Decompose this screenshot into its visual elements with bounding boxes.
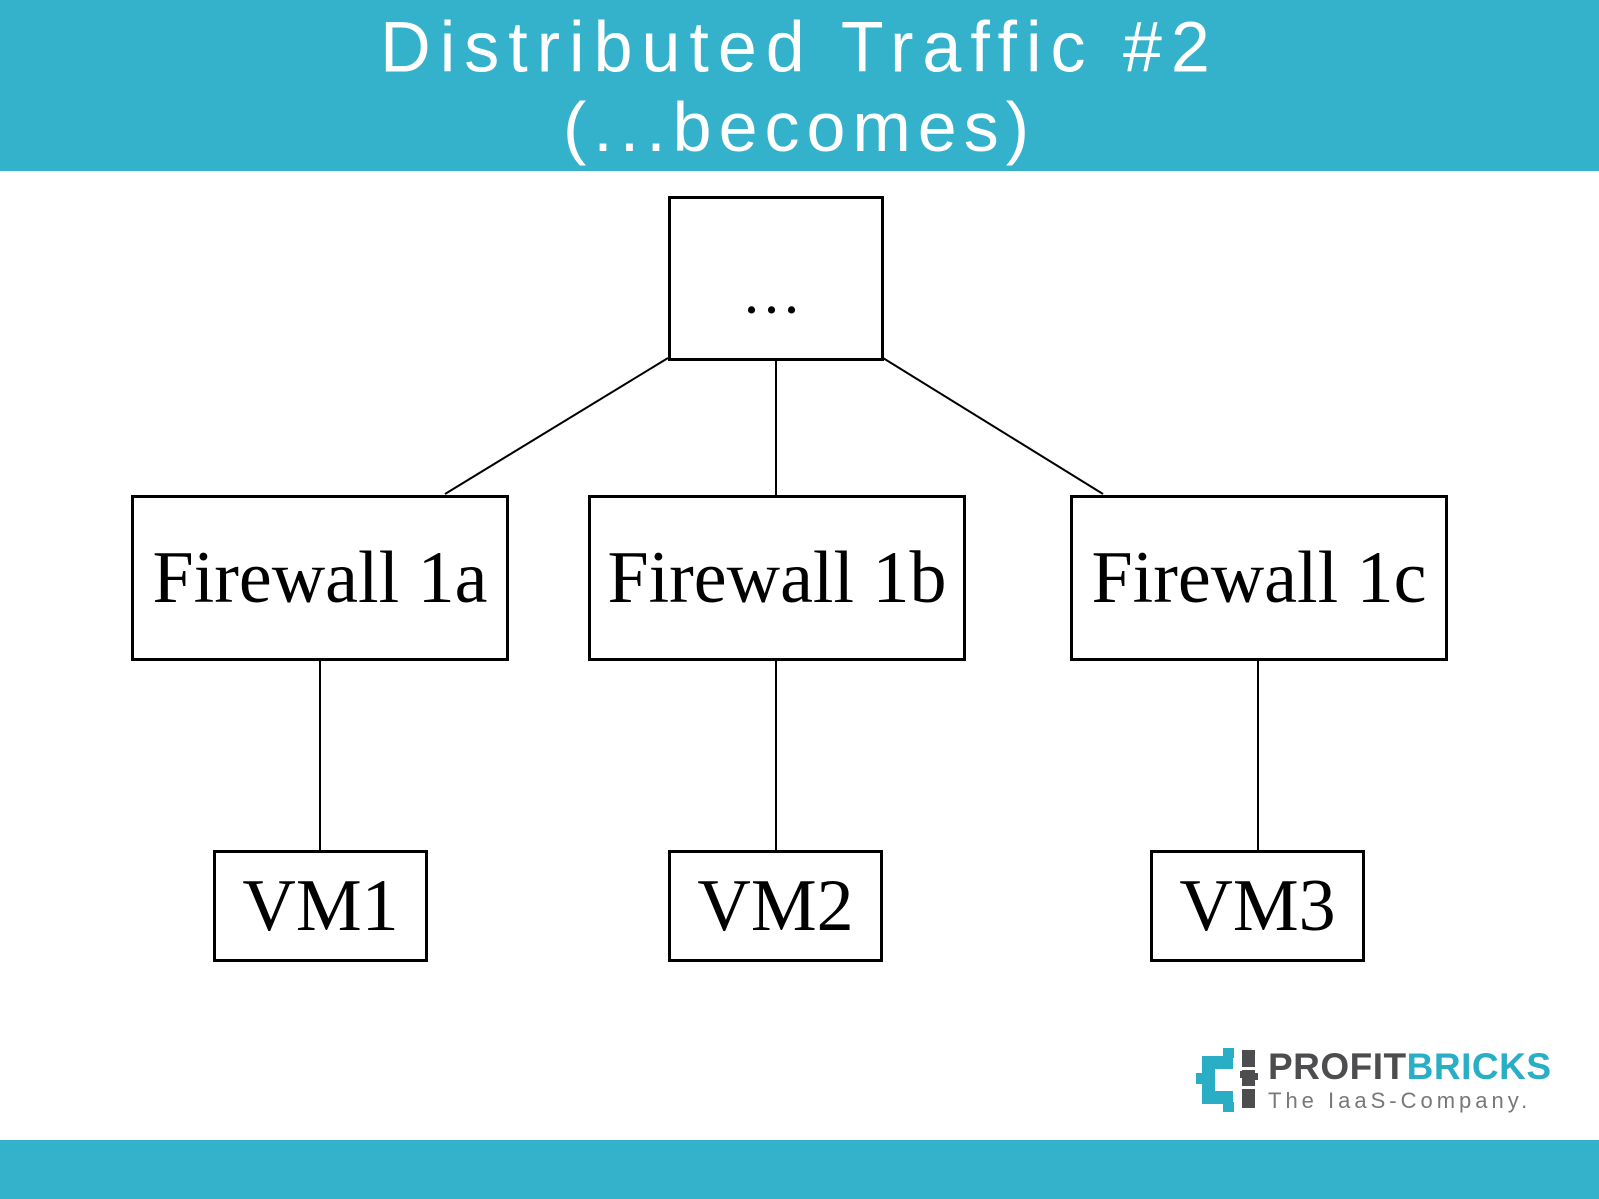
firewall-1a-label: Firewall 1a (152, 536, 488, 619)
firewall-1b-label: Firewall 1b (607, 536, 947, 619)
connector-root-to-firewall-1a (444, 357, 669, 495)
firewall-1c-node-box: Firewall 1c (1070, 495, 1448, 661)
vm3-node-box: VM3 (1150, 850, 1365, 962)
vm1-node-box: VM1 (213, 850, 428, 962)
connector-root-to-firewall-1c (882, 357, 1104, 495)
profitbricks-logo: PROFITBRICKS The IaaS-Company. (1196, 1048, 1552, 1114)
root-node-label: ... (746, 274, 806, 323)
slide-title-line2: (...becomes) (563, 88, 1036, 166)
vm3-label: VM3 (1179, 864, 1336, 947)
firewall-1a-node-box: Firewall 1a (131, 495, 509, 661)
slide-title-line1: Distributed Traffic #2 (380, 7, 1219, 87)
footer-bar (0, 1140, 1599, 1199)
logo-tagline: The IaaS-Company. (1268, 1088, 1532, 1113)
logo-brand-bricks: BRICKS (1406, 1046, 1552, 1087)
profitbricks-bricks-icon (1196, 1048, 1258, 1112)
title-banner: Distributed Traffic #2 (...becomes) (0, 0, 1599, 171)
firewall-1c-label: Firewall 1c (1091, 536, 1427, 619)
vm2-label: VM2 (697, 864, 854, 947)
root-node-box: ... (668, 196, 884, 361)
vm1-label: VM1 (242, 864, 399, 947)
logo-brand-name: PROFITBRICKS (1268, 1048, 1552, 1085)
vm2-node-box: VM2 (668, 850, 883, 962)
logo-text-block: PROFITBRICKS The IaaS-Company. (1268, 1048, 1552, 1114)
logo-brand-profit: PROFIT (1268, 1046, 1407, 1087)
firewall-1b-node-box: Firewall 1b (588, 495, 966, 661)
